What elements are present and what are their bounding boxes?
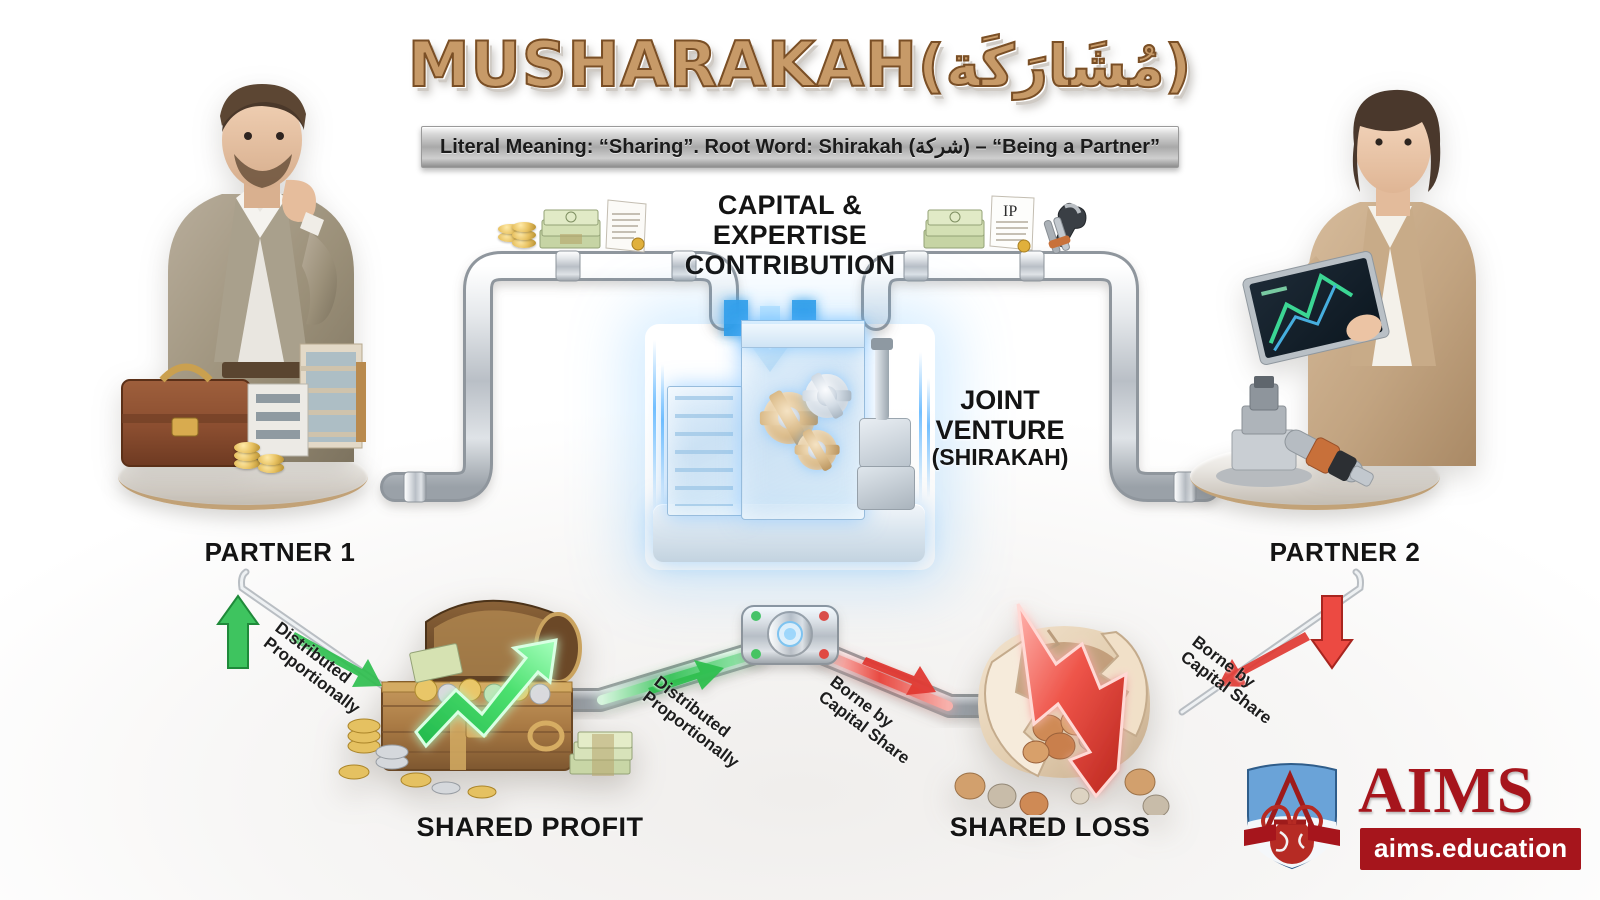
coins-icon	[232, 432, 302, 480]
rail-loss-to-partner2	[1178, 568, 1364, 716]
briefcase-icon	[121, 363, 251, 467]
jv-sub: (SHIRAKAH)	[931, 444, 1069, 471]
pipe-partner2-to-venture	[861, 250, 1220, 503]
machinery-icon	[1216, 376, 1374, 487]
title-arabic: (مُشَارَكَة)	[917, 31, 1193, 101]
aims-url-box[interactable]: aims.education	[1360, 828, 1582, 870]
cracked-piggy-bank-icon	[954, 603, 1170, 815]
aims-wordmark: AIMS	[1358, 754, 1535, 827]
pipe-profit-green	[548, 640, 770, 712]
red-down-arrow-icon	[1310, 595, 1354, 670]
partner1-figure	[121, 84, 354, 467]
joint-venture-block	[645, 300, 935, 570]
jv-line1: JOINT	[960, 385, 1040, 415]
cash-stack-icon-left	[539, 209, 601, 249]
partner2-figure	[1242, 89, 1476, 466]
contribution-line1: CAPITAL & EXPERTISE	[712, 190, 868, 251]
aims-logo[interactable]: AIMS aims.education	[1232, 754, 1584, 880]
subtitle-text: Literal Meaning: “Sharing”. Root Word: S…	[440, 136, 1160, 158]
rail-profit-to-partner1	[238, 568, 424, 716]
pipe-partner1-to-venture	[380, 250, 739, 503]
title-latin: MUSHARAKAH	[407, 27, 919, 102]
green-up-arrow-icon	[216, 594, 260, 669]
cash-stack-icon-right	[923, 209, 985, 249]
subtitle-bar: Literal Meaning: “Sharing”. Root Word: S…	[421, 126, 1179, 168]
contribution-line2: CONTRIBUTION	[684, 250, 896, 281]
coins-icon-left	[498, 206, 544, 252]
partner1-label: PARTNER 1	[204, 537, 356, 567]
joint-venture-label: JOINT VENTURE (SHIRAKAH)	[905, 385, 1095, 471]
shared-profit-label: SHARED PROFIT	[416, 812, 644, 842]
ip-document-icon: IP	[989, 195, 1035, 253]
treasure-chest-icon	[338, 599, 633, 799]
certificate-icon-left	[605, 199, 647, 253]
valve-junction-icon	[741, 605, 839, 665]
shared-loss-label: SHARED LOSS	[949, 812, 1151, 842]
title-block: MUSHARAKAH(مُشَارَكَة)	[0, 27, 1600, 102]
aims-url: aims.education	[1374, 833, 1568, 863]
jv-line2: VENTURE	[935, 415, 1065, 446]
aims-shield-icon	[1244, 763, 1340, 870]
partner2-label: PARTNER 2	[1269, 537, 1421, 567]
ip-document-label: IP	[1003, 203, 1017, 220]
page-title: MUSHARAKAH(مُشَارَكَة)	[407, 27, 1193, 102]
contribution-label: CAPITAL & EXPERTISE CONTRIBUTION	[640, 190, 940, 281]
tools-icon	[1043, 202, 1087, 254]
